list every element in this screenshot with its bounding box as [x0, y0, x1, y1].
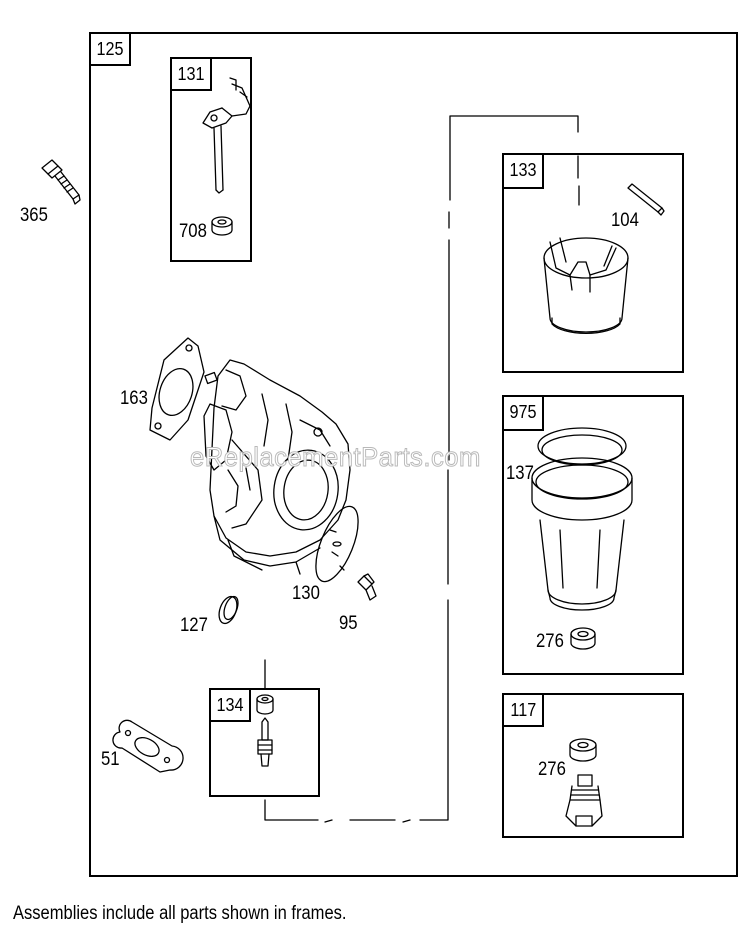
seal-708-drawing: [211, 216, 233, 236]
label-276-bowl: 276: [536, 631, 564, 652]
assembly-frame-975: 975: [502, 395, 684, 675]
screw-95-drawing: [357, 573, 377, 601]
pin-104-drawing: [627, 183, 665, 216]
frame-tag-131: 131: [170, 57, 212, 91]
diagram-caption: Assemblies include all parts shown in fr…: [13, 903, 347, 924]
frame-tag-125: 125: [89, 32, 131, 66]
watermark: eReplacementParts.com: [190, 442, 481, 473]
label-276-jet: 276: [538, 759, 566, 780]
inlet-needle-134-drawing: [256, 694, 274, 767]
welch-plug-127-drawing: [218, 595, 239, 625]
label-708: 708: [179, 221, 207, 242]
assembly-frame-125: 125: [89, 32, 738, 877]
washer-276b-drawing: [569, 738, 597, 762]
label-104: 104: [611, 210, 639, 231]
frame-tag-117: 117: [502, 693, 544, 727]
frame-tag-975: 975: [502, 395, 544, 431]
label-127: 127: [180, 615, 208, 636]
label-163: 163: [120, 388, 148, 409]
label-365: 365: [20, 205, 48, 226]
bowl-975-drawing: [531, 427, 633, 611]
label-51: 51: [101, 749, 120, 770]
assembly-frame-131: 131: [170, 57, 252, 262]
linkage-lines: [264, 115, 580, 823]
carburetor-body-drawing: [203, 359, 351, 575]
assembly-frame-133: 133: [502, 153, 684, 373]
assembly-frame-117: 117: [502, 693, 684, 838]
gasket-163-drawing: [149, 337, 205, 441]
bolt-365-drawing: [41, 159, 81, 205]
throttle-plate-130-drawing: [315, 505, 359, 583]
gasket-51-drawing: [112, 719, 184, 773]
frame-tag-133: 133: [502, 153, 544, 189]
choke-lever-131-drawing: [202, 77, 251, 194]
label-130: 130: [292, 583, 320, 604]
frame-tag-134: 134: [209, 688, 251, 722]
label-95: 95: [339, 613, 358, 634]
label-137: 137: [506, 463, 534, 484]
assembly-frame-134: 134: [209, 688, 320, 797]
float-133-drawing: [543, 237, 629, 335]
washer-276a-drawing: [570, 627, 596, 650]
main-jet-117-drawing: [565, 774, 603, 827]
